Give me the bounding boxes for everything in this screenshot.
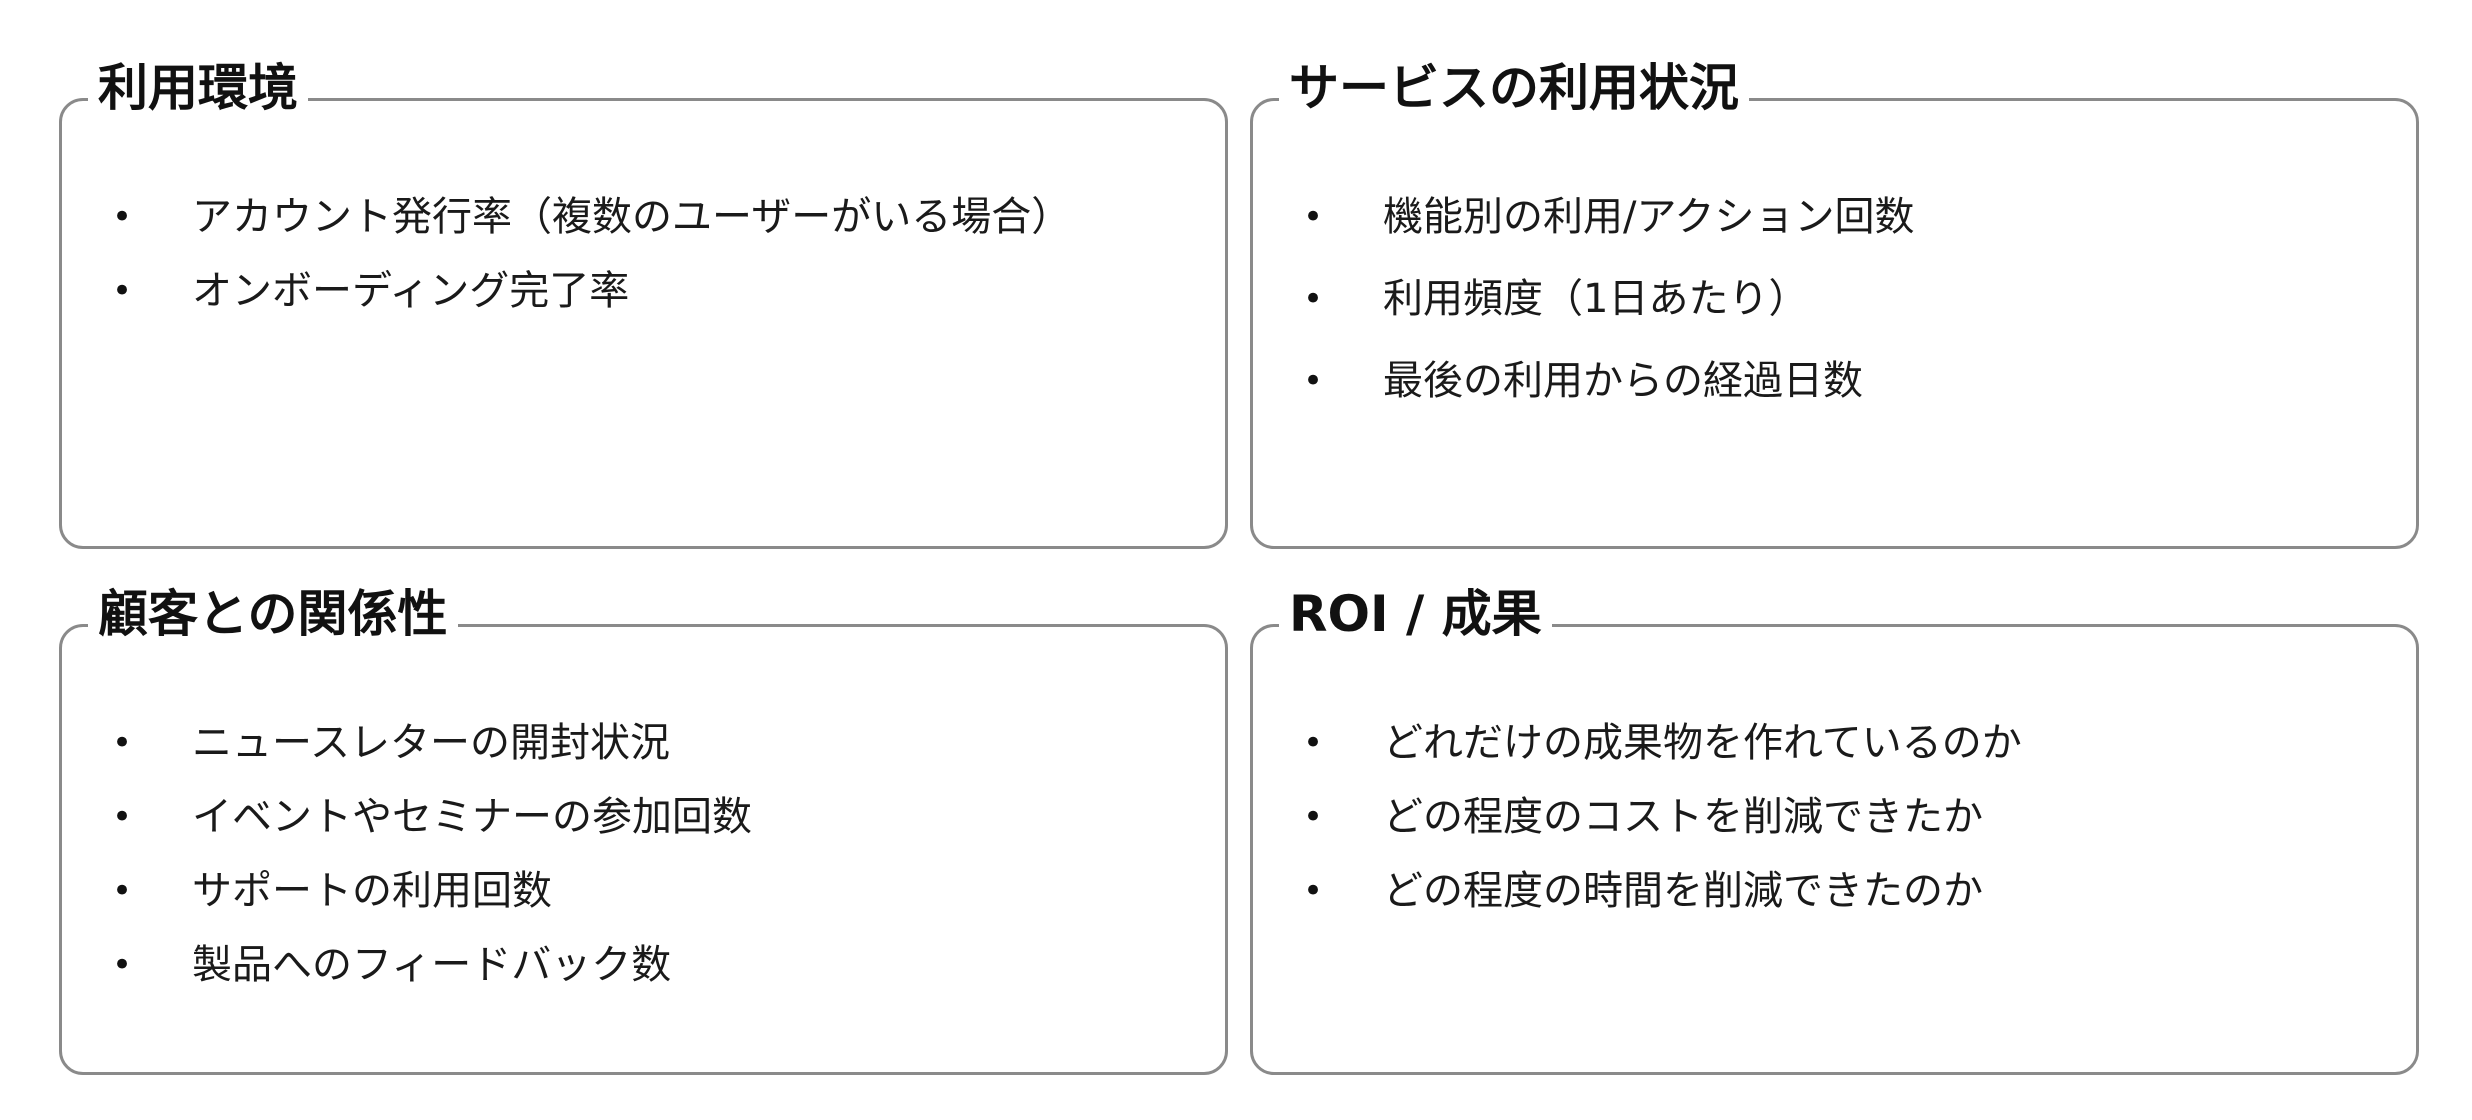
- list-item-label: オンボーディング完了率: [192, 268, 630, 314]
- list-item-label: 最後の利用からの経過日数: [1383, 358, 1863, 404]
- bullet-icon: •: [1303, 723, 1324, 763]
- section-title: 顧客との関係性: [88, 579, 458, 649]
- list-item: • どれだけの成果物を作れているのか: [1303, 715, 2022, 771]
- list-item: • ニュースレターの開封状況: [112, 715, 752, 771]
- section-title: 利用環境: [88, 53, 308, 123]
- list-item-label: ニュースレターの開封状況: [192, 720, 670, 766]
- bullet-icon: •: [1303, 197, 1324, 237]
- list-item-label: サポートの利用回数: [192, 868, 552, 914]
- bullet-icon: •: [1303, 361, 1324, 401]
- bullet-icon: •: [1303, 279, 1324, 319]
- list-item-label: イベントやセミナーの参加回数: [192, 794, 752, 840]
- section-customer-relationship: 顧客との関係性 • ニュースレターの開封状況 • イベントやセミナーの参加回数 …: [59, 579, 1228, 1075]
- list-item-label: 機能別の利用/アクション回数: [1383, 194, 1915, 240]
- list-item: • イベントやセミナーの参加回数: [112, 789, 752, 845]
- section-usage-environment: 利用環境 • アカウント発行率（複数のユーザーがいる場合） • オンボーディング…: [59, 53, 1228, 549]
- bullet-icon: •: [112, 945, 133, 985]
- list-item: • 製品へのフィードバック数: [112, 937, 752, 993]
- list-item-label: 製品へのフィードバック数: [192, 942, 672, 988]
- bullet-icon: •: [112, 723, 133, 763]
- list-item-label: どの程度のコストを削減できたか: [1383, 794, 1983, 840]
- section-title: ROI / 成果: [1279, 579, 1552, 649]
- list-item: • オンボーディング完了率: [112, 263, 1071, 319]
- list-item-label: 利用頻度（1日あたり）: [1383, 276, 1809, 322]
- bullet-icon: •: [1303, 797, 1324, 837]
- list-item-label: どれだけの成果物を作れているのか: [1383, 720, 2022, 766]
- list-item: • どの程度の時間を削減できたのか: [1303, 863, 2022, 919]
- bullet-icon: •: [112, 797, 133, 837]
- item-list: • 機能別の利用/アクション回数 • 利用頻度（1日あたり） • 最後の利用から…: [1303, 189, 1914, 435]
- list-item: • 利用頻度（1日あたり）: [1303, 271, 1914, 327]
- section-roi-results: ROI / 成果 • どれだけの成果物を作れているのか • どの程度のコストを削…: [1250, 579, 2419, 1075]
- list-item: • アカウント発行率（複数のユーザーがいる場合）: [112, 189, 1071, 245]
- list-item-label: アカウント発行率（複数のユーザーがいる場合）: [192, 194, 1072, 240]
- item-list: • ニュースレターの開封状況 • イベントやセミナーの参加回数 • サポートの利…: [112, 715, 752, 1011]
- bullet-icon: •: [1303, 871, 1324, 911]
- list-item: • サポートの利用回数: [112, 863, 752, 919]
- list-item: • 最後の利用からの経過日数: [1303, 353, 1914, 409]
- section-title: サービスの利用状況: [1279, 53, 1749, 123]
- list-item-label: どの程度の時間を削減できたのか: [1383, 868, 1983, 914]
- list-item: • どの程度のコストを削減できたか: [1303, 789, 2022, 845]
- section-service-usage: サービスの利用状況 • 機能別の利用/アクション回数 • 利用頻度（1日あたり）…: [1250, 53, 2419, 549]
- item-list: • アカウント発行率（複数のユーザーがいる場合） • オンボーディング完了率: [112, 189, 1071, 337]
- bullet-icon: •: [112, 871, 133, 911]
- list-item: • 機能別の利用/アクション回数: [1303, 189, 1914, 245]
- bullet-icon: •: [112, 271, 133, 311]
- item-list: • どれだけの成果物を作れているのか • どの程度のコストを削減できたか • ど…: [1303, 715, 2022, 937]
- bullet-icon: •: [112, 197, 133, 237]
